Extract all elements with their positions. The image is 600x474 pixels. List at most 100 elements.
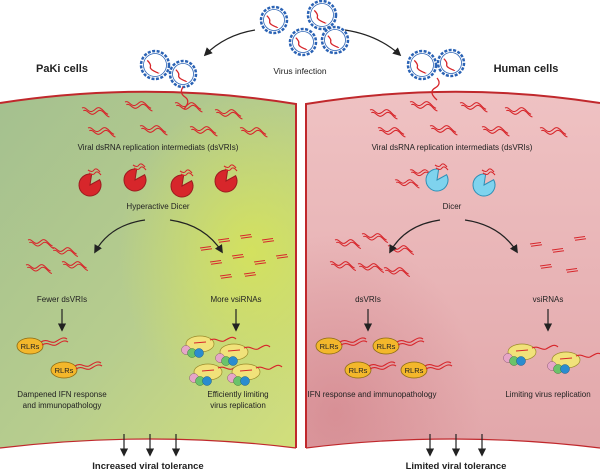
dsrna-human-branch-1	[334, 239, 362, 249]
paki-dsrna-label: Viral dsRNA replication intermediats (ds…	[78, 143, 239, 152]
human-membrane-bottom	[305, 438, 600, 449]
human-dsrna-label: Viral dsRNA replication intermediats (ds…	[372, 143, 533, 152]
paki-result-label: Increased viral tolerance	[92, 461, 203, 472]
dsrna-paki-fewer-1	[27, 239, 55, 249]
dsrna-human-8	[481, 126, 510, 137]
dicer-group	[78, 163, 496, 198]
virus-human-2	[436, 48, 466, 78]
dicer-hyperactive-1	[78, 168, 102, 197]
virus-top-1	[259, 5, 289, 35]
dsrna-human-2	[409, 101, 438, 112]
vsirna-paki-5	[209, 260, 223, 265]
vsirna-human-1	[529, 242, 543, 247]
vsirna-human-5	[565, 268, 579, 273]
vsirna-human-3	[573, 236, 587, 241]
rlr-label: RLRs	[21, 342, 40, 351]
human-membrane	[305, 90, 600, 448]
human-outcome-left: IFN response and immunopathology	[308, 390, 437, 399]
dsrna-paki-1	[81, 107, 110, 118]
paki-outcome-right-1: Efficiently limiting	[207, 390, 268, 399]
dsrna-paki-7	[139, 125, 168, 136]
risc-human-2	[547, 351, 600, 374]
human-branch-left-label: dsVRIs	[355, 295, 381, 304]
rlr-label: RLRs	[320, 342, 339, 351]
paki-membrane-bottom	[0, 438, 297, 449]
dsrna-human-7	[429, 125, 458, 136]
vsirna-paki-7	[253, 260, 267, 265]
vsirna-paki-6	[231, 254, 245, 259]
vsirna-paki-4	[261, 238, 275, 243]
rlr-human-1: RLRs	[315, 337, 368, 355]
virus-top-3	[288, 27, 318, 57]
rlr-paki-1: RLRs	[16, 337, 69, 355]
vsirna-human-4	[539, 264, 553, 269]
rlr-human-2: RLRs	[372, 337, 425, 355]
rlr-human-3: RLRs	[344, 361, 397, 379]
virus-paki-rna-tail	[180, 86, 189, 110]
human-title: Human cells	[494, 63, 559, 75]
virus-top-4	[320, 25, 350, 55]
vsirna-group	[199, 234, 587, 279]
dsrna-paki-3	[174, 102, 203, 113]
rlr-label: RLRs	[405, 366, 424, 375]
dsrna-human-branch-4	[329, 261, 357, 271]
vsirna-paki-8	[275, 254, 289, 259]
risc-paki-4	[227, 363, 283, 386]
paki-outcome-right-2: virus replication	[210, 401, 266, 410]
risc-group	[181, 335, 600, 386]
paki-title: PaKi cells	[36, 63, 88, 75]
dsrna-paki-fewer-3	[25, 264, 53, 274]
rlr-label: RLRs	[55, 366, 74, 375]
virus-paki-2	[168, 59, 198, 89]
dsrna-paki-fewer-2	[51, 247, 79, 257]
paki-result-arrows	[119, 434, 181, 457]
human-outcome-right: Limiting virus replication	[505, 390, 590, 399]
dsrna-paki-5	[239, 127, 268, 138]
virus-human-rna-tail	[431, 77, 440, 101]
risc-paki-1	[181, 335, 237, 358]
paki-outcome-left-1: Dampened IFN response	[17, 390, 107, 399]
paki-branch-arrow-right	[169, 219, 223, 254]
human-branch-right-label: vsiRNAs	[533, 295, 564, 304]
infection-arrow-left	[203, 29, 256, 57]
rlr-label: RLRs	[349, 366, 368, 375]
paki-branch-arrow-left	[94, 219, 146, 254]
virus-paki-1	[139, 49, 171, 81]
paki-branch-right-label: More vsiRNAs	[210, 295, 261, 304]
dsrna-human-4	[504, 107, 533, 118]
vsirna-human-2	[551, 248, 565, 253]
human-result-label: Limited viral tolerance	[406, 461, 507, 472]
rlr-paki-2: RLRs	[50, 361, 103, 379]
dsrna-human-1	[369, 109, 398, 120]
dsrna-human-6	[377, 127, 406, 138]
vsirna-paki-2	[217, 238, 231, 243]
dsrna-human-3	[459, 102, 488, 113]
virus-group	[139, 0, 466, 110]
risc-paki-3	[189, 363, 245, 386]
dsrna-group	[25, 101, 568, 277]
dsrna-paki-6	[87, 127, 116, 138]
human-dicer-label: Dicer	[443, 202, 462, 211]
dicer-hyperactive-2	[123, 163, 147, 192]
dsrna-human-branch-2	[361, 233, 389, 243]
dicer-human-1	[425, 163, 449, 192]
dsrna-human-branch-5	[357, 263, 385, 273]
infection-arrow-right	[344, 29, 402, 57]
dicer-hyperactive-4	[214, 164, 238, 193]
dsrna-paki-4	[214, 109, 243, 120]
vsirna-paki-9	[219, 274, 233, 279]
vsirna-paki-1	[199, 246, 213, 251]
dsrna-paki-fewer-4	[61, 261, 89, 271]
paki-outcome-left-2: and immunopathology	[23, 401, 102, 410]
paki-branch-left-label: Fewer dsVRIs	[37, 295, 87, 304]
dsrna-paki-8	[189, 126, 218, 137]
dsrna-human-branch-6	[383, 267, 411, 277]
dicer-human-2	[472, 168, 496, 197]
rlr-label: RLRs	[377, 342, 396, 351]
virus-infection-label: Virus infection	[273, 66, 327, 76]
human-result-arrows	[425, 434, 487, 457]
risc-human-1	[503, 343, 559, 366]
human-branch-arrow-left	[389, 219, 441, 254]
paki-membrane	[0, 90, 297, 448]
